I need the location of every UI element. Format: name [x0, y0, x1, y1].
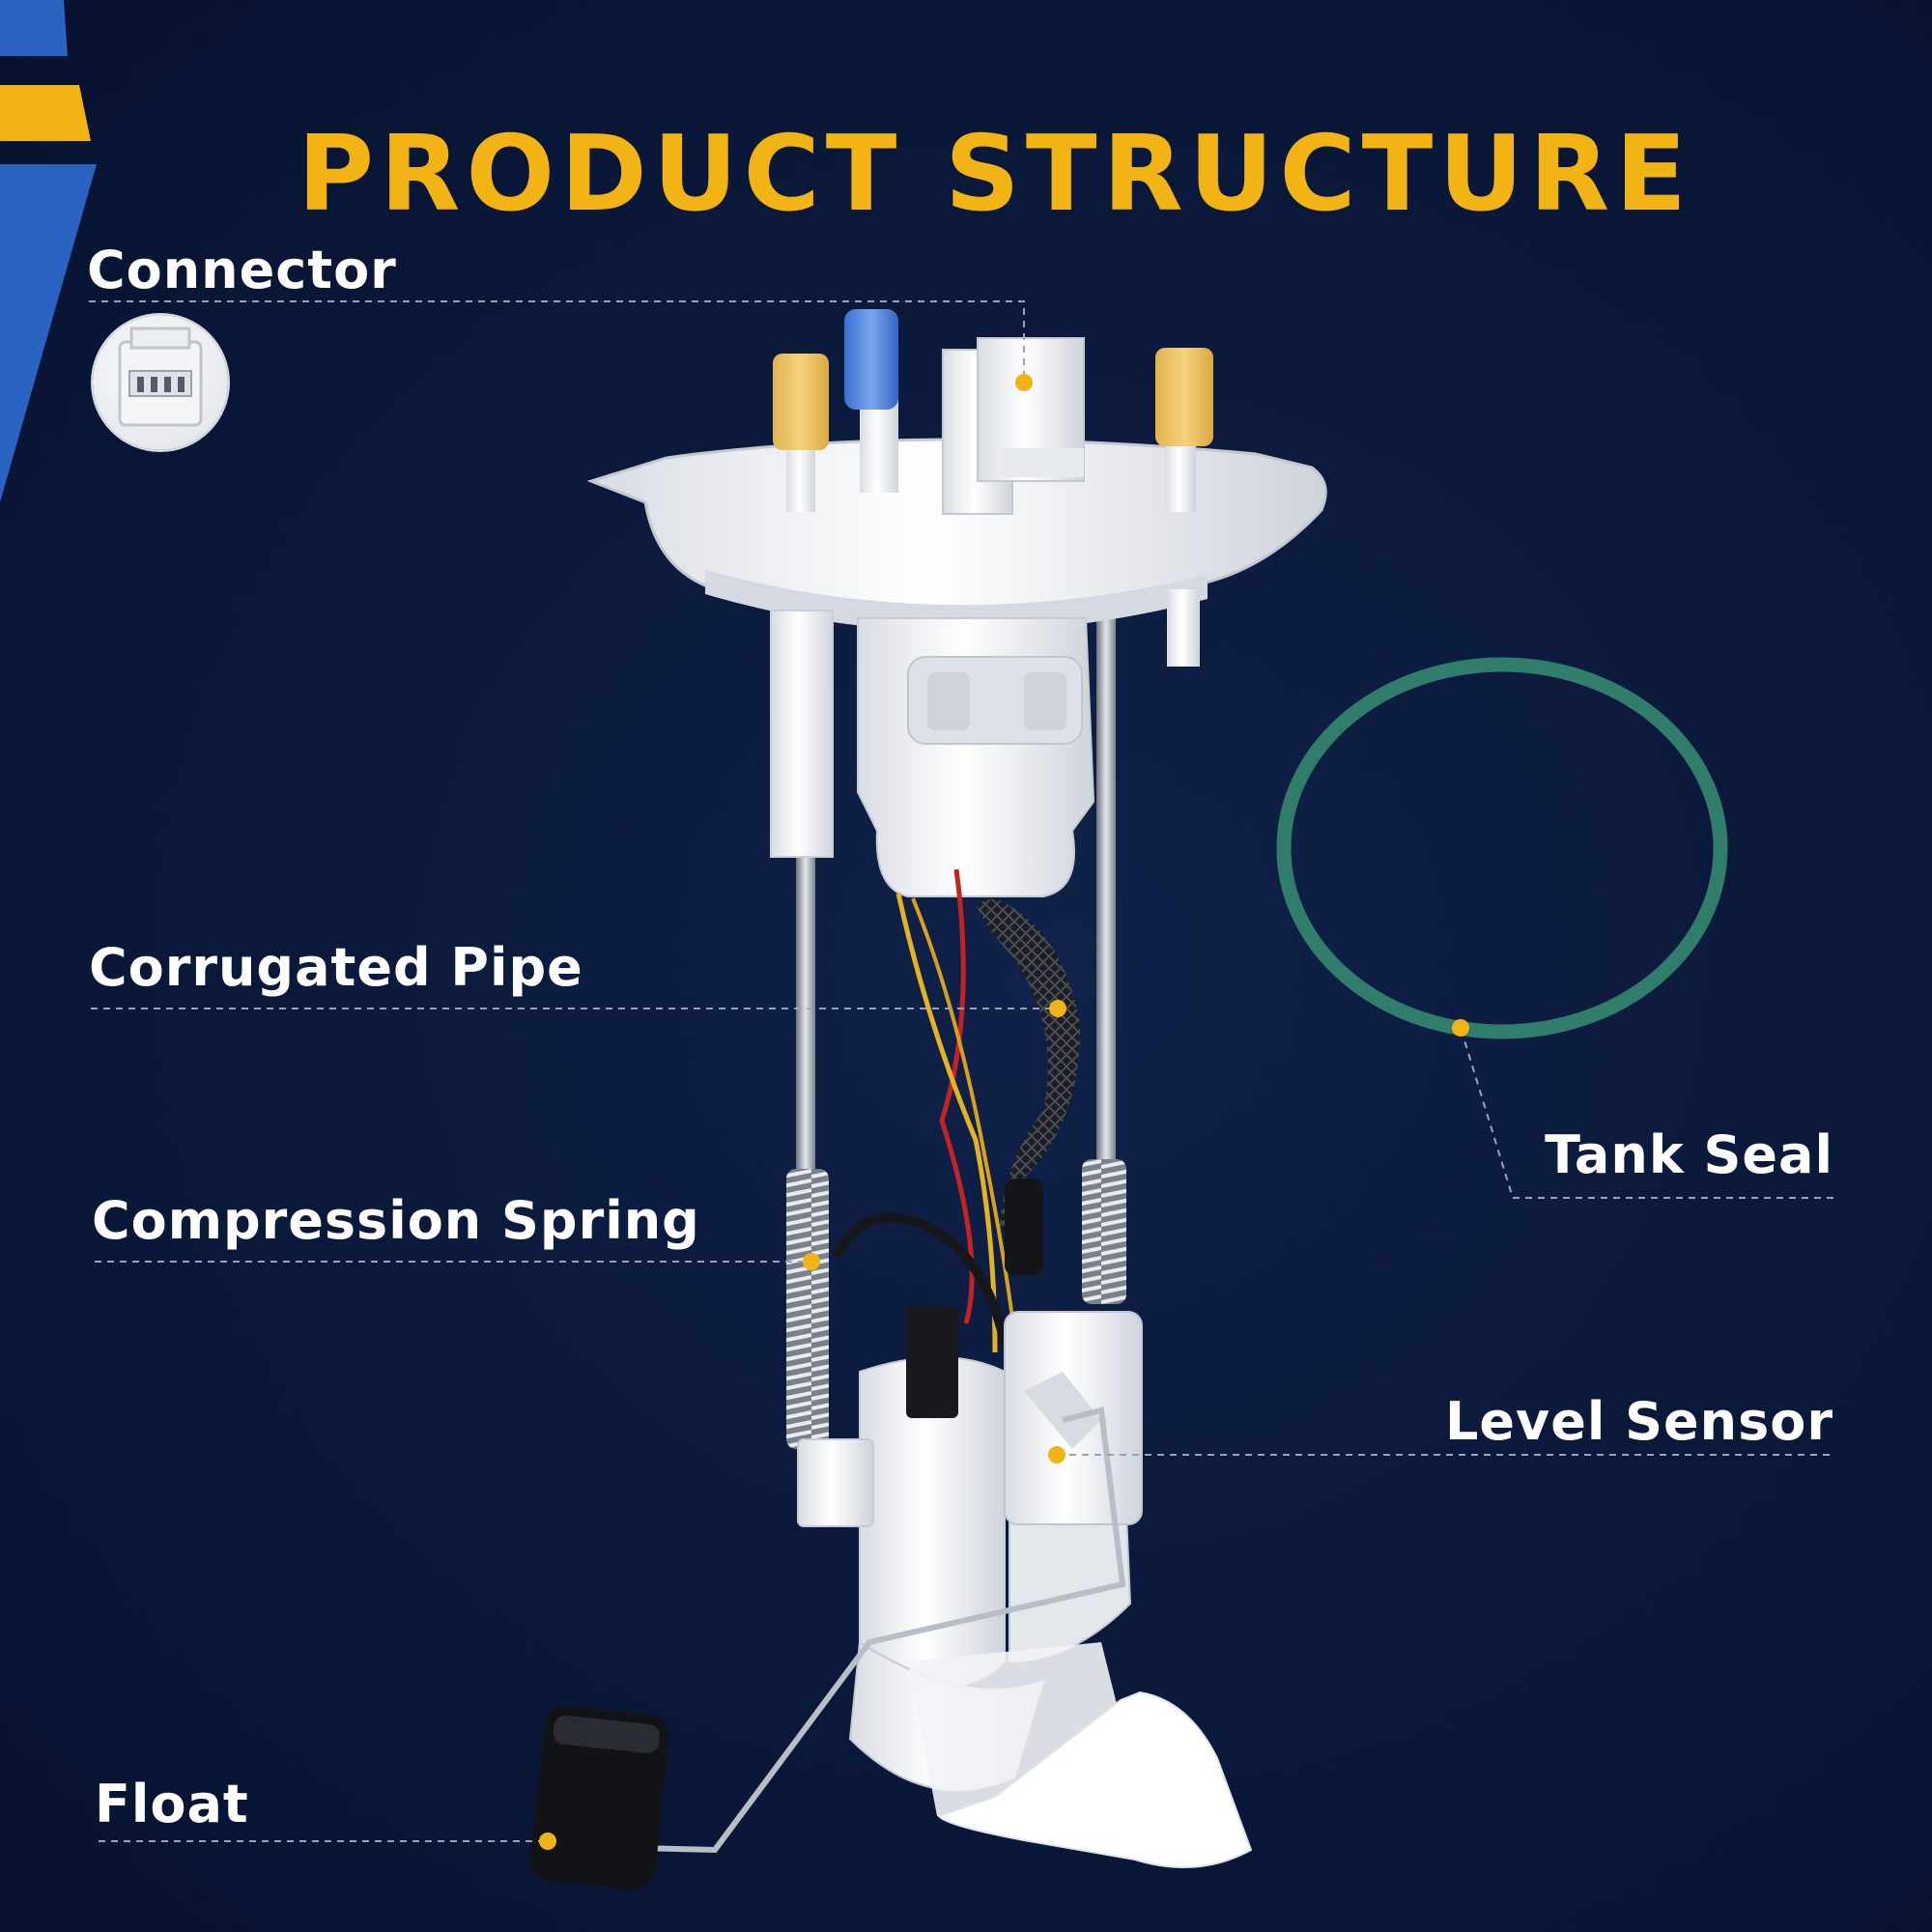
corrugated-pipe — [976, 898, 1081, 1227]
yellow-port-cap-left — [773, 354, 829, 450]
marker-dot-level-sensor — [1048, 1446, 1065, 1463]
label-corrugated-pipe: Corrugated Pipe — [89, 937, 583, 998]
guide-rod-left — [796, 831, 815, 1188]
marker-dot-connector — [1015, 374, 1033, 391]
leader-connector — [89, 300, 1025, 383]
wire-black — [831, 1212, 1009, 1345]
guide-rod-right — [1096, 618, 1116, 1159]
label-float: Float — [95, 1774, 249, 1834]
marker-dot-corrugated-pipe — [1049, 1000, 1066, 1017]
label-compression-spring: Compression Spring — [92, 1190, 700, 1251]
marker-dot-tank-seal — [1452, 1019, 1469, 1037]
compression-spring-left — [786, 1169, 829, 1449]
blue-port-cap — [844, 309, 898, 410]
marker-dot-float — [539, 1833, 556, 1850]
label-connector: Connector — [87, 240, 397, 300]
label-tank-seal: Tank Seal — [1545, 1124, 1833, 1185]
wire-yellow — [895, 893, 998, 1353]
black-wire-connector — [906, 1306, 958, 1418]
float-arm — [598, 1406, 1126, 1854]
marker-dot-compression-spring — [803, 1253, 820, 1270]
yellow-port-cap-right — [1155, 348, 1213, 446]
connector-plug-icon — [118, 327, 203, 427]
leader-tank-seal — [1460, 1027, 1833, 1199]
label-level-sensor: Level Sensor — [1445, 1391, 1833, 1452]
tank-seal-ring — [1276, 657, 1728, 1039]
fuel-strainer — [937, 1690, 1253, 1868]
compression-spring-right — [1082, 1159, 1126, 1304]
connector-inset — [93, 315, 228, 450]
corner-decoration — [0, 0, 97, 502]
page-title: PRODUCT STRUCTURE — [298, 114, 1692, 235]
